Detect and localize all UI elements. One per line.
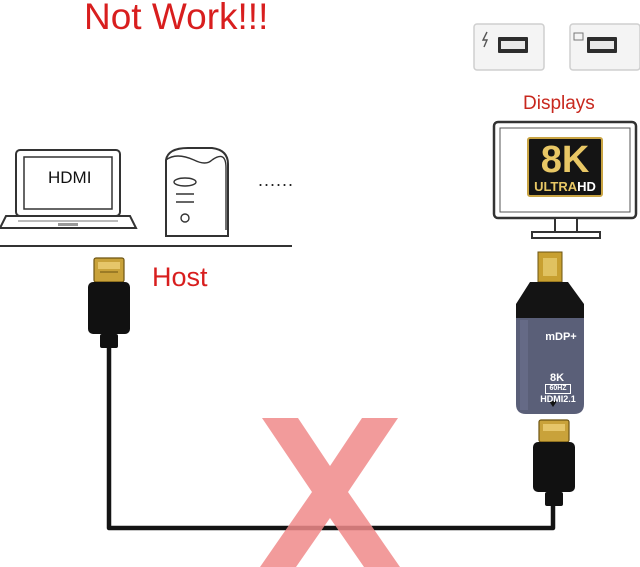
minidisplayport-icon [569,23,640,71]
adapter-port-label: HDMI2.1 [540,394,576,404]
cross-mark-icon [260,418,400,567]
8k-ultrahd-badge: 8K ULTRAHD [527,137,603,197]
adapter-top-label: mDP+ [545,331,577,343]
laptop-icon [0,149,138,229]
displays-label: Displays [523,93,595,114]
thunderbolt-port-icon [473,23,545,71]
hdmi-cable [106,346,556,531]
ellipsis: ...... [258,170,295,190]
adapter-resolution: 8K [549,372,565,384]
hdmi-plug-icon [88,257,130,348]
badge-ultra: ULTRA [534,179,578,194]
host-label: Host [152,262,208,292]
badge-caption: ULTRAHD [529,180,601,194]
desktop-tower-icon [165,147,229,237]
badge-hd: HD [577,179,596,194]
badge-resolution: 8K [540,139,590,181]
page-title: Not Work!!! [84,0,269,37]
minidp-to-hdmi-adapter [516,251,584,414]
laptop-screen-text: HDMI [48,168,92,187]
hdmi-plug-icon [533,419,575,506]
adapter-refresh: 60HZ [545,384,571,394]
